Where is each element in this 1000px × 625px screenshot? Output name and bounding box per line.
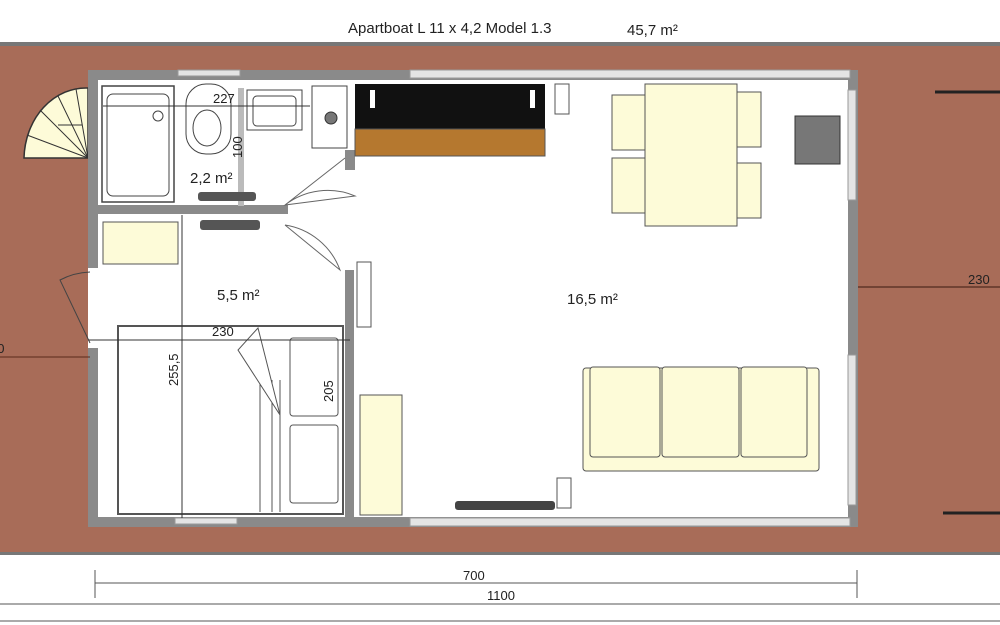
entrance-door-swing[interactable] [59,271,91,344]
bed-length-dim: 255,5 [166,353,181,386]
bedroom-cabinet [102,221,179,265]
boiler-icon [311,85,348,149]
windows [88,69,857,527]
house-length-dim: 700 [463,568,485,583]
rear-deck-dim: 230 [968,272,990,287]
faucet-icon [370,90,535,108]
bath-width-dim: 227 [213,91,235,106]
wardrobe-dim: 205 [321,380,336,402]
front-deck-dim: 70 [0,341,4,356]
spiral-stair-icon [23,87,89,159]
dining-table-icon [611,83,762,227]
radiator-icon [198,192,260,230]
internal-walls [98,88,355,520]
bed-width-dim: 230 [212,324,234,339]
coat-rack-icon [356,261,372,328]
stove-icon [794,115,841,165]
living-area: 16,5 m² [567,291,618,308]
kitchen-counter [355,84,545,129]
bathroom-area: 2,2 m² [190,170,233,187]
living-cabinet [359,394,403,516]
fridge-icon [554,83,570,115]
bathroom-door-icon[interactable] [283,157,357,272]
plan-title: Apartboat L 11 x 4,2 Model 1.3 [348,20,551,37]
bathtub-icon [101,85,175,203]
radiator-icon [455,501,555,510]
toilet-icon [185,83,232,155]
total-area: 45,7 m² [627,22,678,39]
sink-icon [246,89,303,131]
wardrobe-icon [289,337,339,504]
sofa-icon [582,366,820,472]
kitchen-cabinets [354,128,546,157]
hull-bottom-edge [0,552,1000,555]
bath-depth-dim: 100 [230,136,245,158]
lamp-icon [556,477,572,509]
bedroom-area: 5,5 m² [217,287,260,304]
boat-length-dim: 1100 [487,588,515,603]
hull-top-edge [0,42,1000,46]
